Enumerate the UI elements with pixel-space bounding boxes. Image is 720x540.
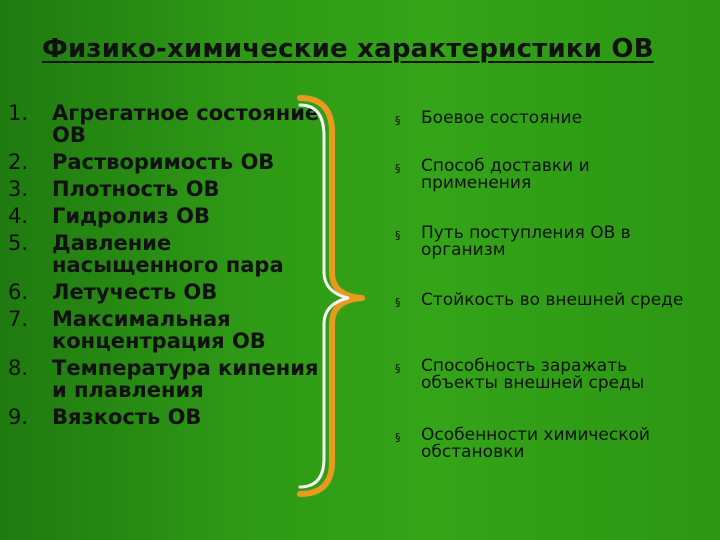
section-bullet-icon: § [395,114,401,127]
list-item-text: Температура кипения и плавления [52,356,319,402]
list-item: 9. Вязкость ОВ [8,406,333,428]
left-numbered-list: 1. Агрегатное состояние ОВ 2. Растворимост… [8,102,333,433]
list-item: 1. Агрегатное состояние ОВ [8,102,333,146]
list-item-text: Растворимость ОВ [52,150,275,174]
section-bullet-icon: § [395,162,401,175]
list-item: 4. Гидролиз ОВ [8,205,333,227]
slide-title: Физико-химические характеристики ОВ [42,34,654,64]
list-item-number: 6. [8,280,29,304]
list-item-number: 1. [8,101,29,125]
list-item-text: Давление насыщенного пара [52,231,284,277]
list-item-text: Летучесть ОВ [52,280,218,304]
list-item-number: 2. [8,150,29,174]
list-item-text: Агрегатное состояние ОВ [52,101,320,147]
list-item-text: Вязкость ОВ [52,405,202,429]
list-item-number: 4. [8,204,29,228]
list-item: § Особенности химической обстановки [395,427,705,461]
list-item-number: 8. [8,356,29,380]
list-item: § Способность заражать объекты внешней ср… [395,358,705,392]
section-bullet-icon: § [395,431,401,444]
list-item: 3. Плотность ОВ [8,178,333,200]
section-bullet-icon: § [395,229,401,242]
list-item: § Путь поступления ОВ в организм [395,225,705,259]
list-item-text: Боевое состояние [421,108,583,128]
list-item: 2. Растворимость ОВ [8,151,333,173]
section-bullet-icon: § [395,296,401,309]
list-item: 8. Температура кипения и плавления [8,357,333,401]
list-item-text: Путь поступления ОВ в организм [421,223,631,260]
list-item-text: Способность заражать объекты внешней сре… [421,356,645,393]
list-item-number: 3. [8,177,29,201]
list-item-text: Особенности химической обстановки [421,425,650,462]
list-item-number: 5. [8,231,29,255]
list-item: § Способ доставки и применения [395,158,705,192]
list-item-text: Стойкость во внешней среде [421,290,684,310]
list-item: § Боевое состояние [395,108,705,128]
list-item: 6. Летучесть ОВ [8,281,333,303]
section-bullet-icon: § [395,362,401,375]
curly-brace-icon [297,95,365,497]
list-item-text: Плотность ОВ [52,177,220,201]
list-item-text: Способ доставки и применения [421,156,590,193]
list-item: 7. Максимальная концентрация ОВ [8,308,333,352]
list-item-text: Максимальная концентрация ОВ [52,307,266,353]
list-item-number: 7. [8,307,29,331]
list-item-number: 9. [8,405,29,429]
list-item-text: Гидролиз ОВ [52,204,210,228]
list-item: § Стойкость во внешней среде [395,290,705,310]
list-item: 5. Давление насыщенного пара [8,232,333,276]
